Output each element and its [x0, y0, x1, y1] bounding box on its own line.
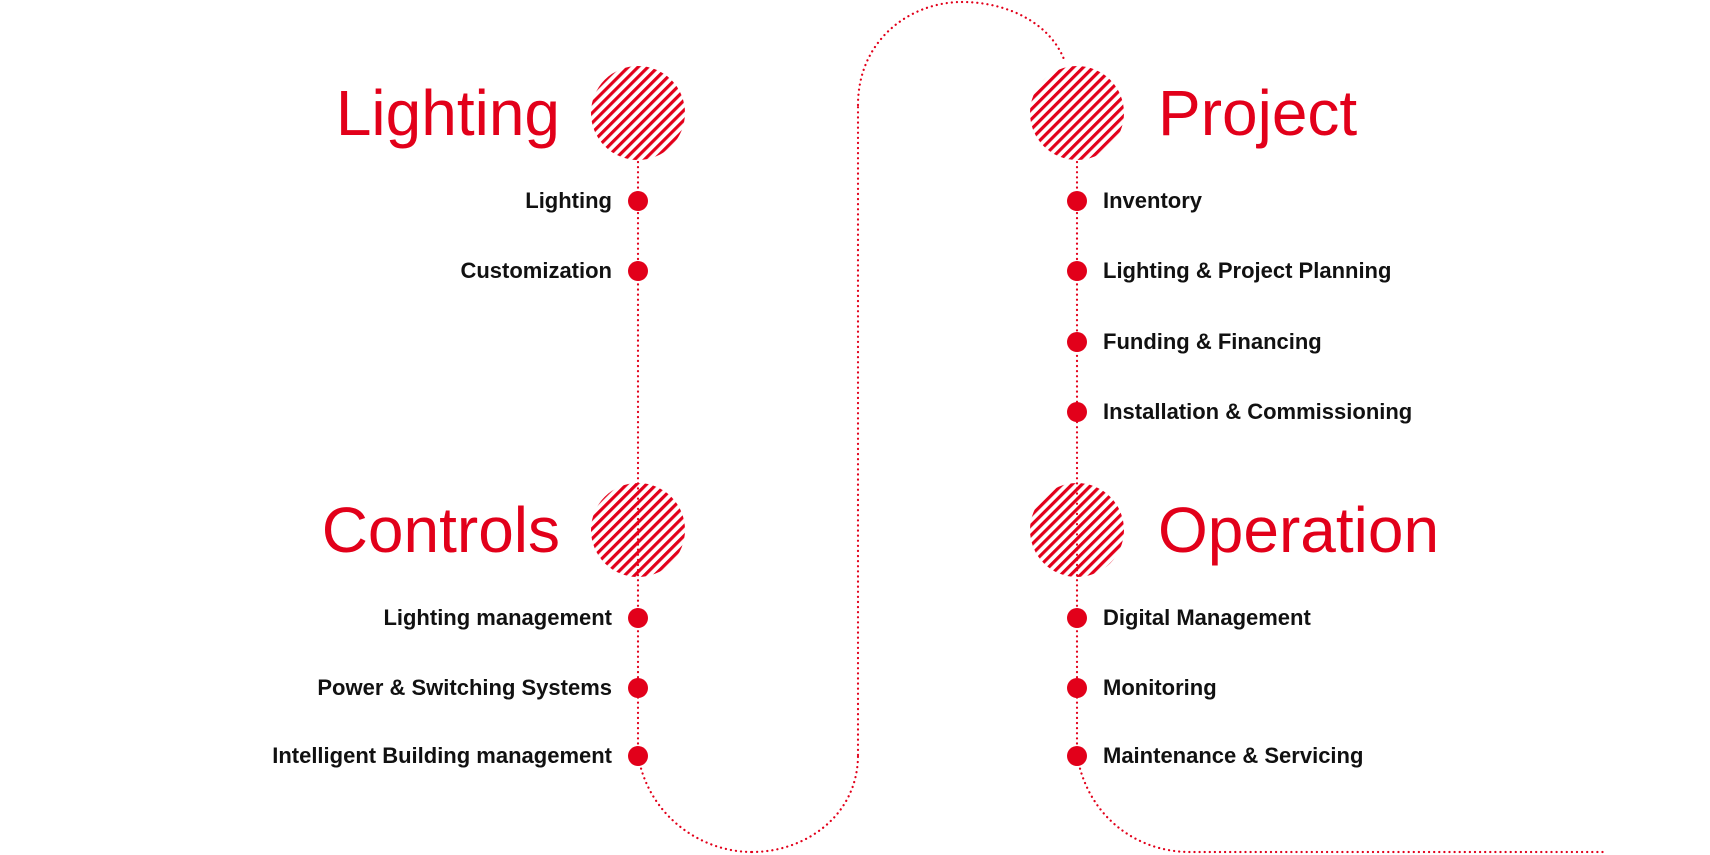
project-section-circle: [1030, 66, 1124, 160]
controls-item: Power & Switching Systems: [317, 675, 612, 700]
controls-section-circle: [591, 483, 685, 577]
lighting-item: Lighting: [525, 188, 612, 213]
lighting-section-circle: [591, 66, 685, 160]
lighting-item: Customization: [460, 258, 612, 283]
operation-section-circle: [1030, 483, 1124, 577]
controls-item-dot: [628, 608, 648, 628]
path-bottom-curve: [750, 753, 860, 854]
lighting-item-dot: [628, 191, 648, 211]
lighting-heading: Lighting: [335, 77, 560, 149]
operation-heading: Operation: [1158, 494, 1440, 566]
operation-item: Maintenance & Servicing: [1103, 743, 1364, 768]
operation-item-dot: [1067, 678, 1087, 698]
project-item: Installation & Commissioning: [1103, 399, 1413, 424]
controls-item: Intelligent Building management: [272, 743, 612, 768]
project-item-dot: [1067, 332, 1087, 352]
operation-item: Monitoring: [1103, 675, 1217, 700]
controls-item-dot: [628, 746, 648, 766]
path-top-arc: [856, 0, 1067, 107]
operation-item: Digital Management: [1103, 605, 1311, 630]
controls-heading: Controls: [321, 494, 560, 566]
project-item-dot: [1067, 402, 1087, 422]
project-heading: Project: [1158, 77, 1358, 149]
lighting-item-dot: [628, 261, 648, 281]
path-right-column: [1075, 160, 1607, 854]
controls-item-dot: [628, 678, 648, 698]
project-item: Lighting & Project Planning: [1103, 258, 1392, 283]
path-left-column: [636, 160, 754, 854]
operation-item-dot: [1067, 608, 1087, 628]
project-item-dot: [1067, 191, 1087, 211]
controls-item: Lighting management: [383, 605, 612, 630]
operation-item-dot: [1067, 746, 1087, 766]
project-item: Inventory: [1103, 188, 1203, 213]
project-item: Funding & Financing: [1103, 329, 1322, 354]
project-item-dot: [1067, 261, 1087, 281]
